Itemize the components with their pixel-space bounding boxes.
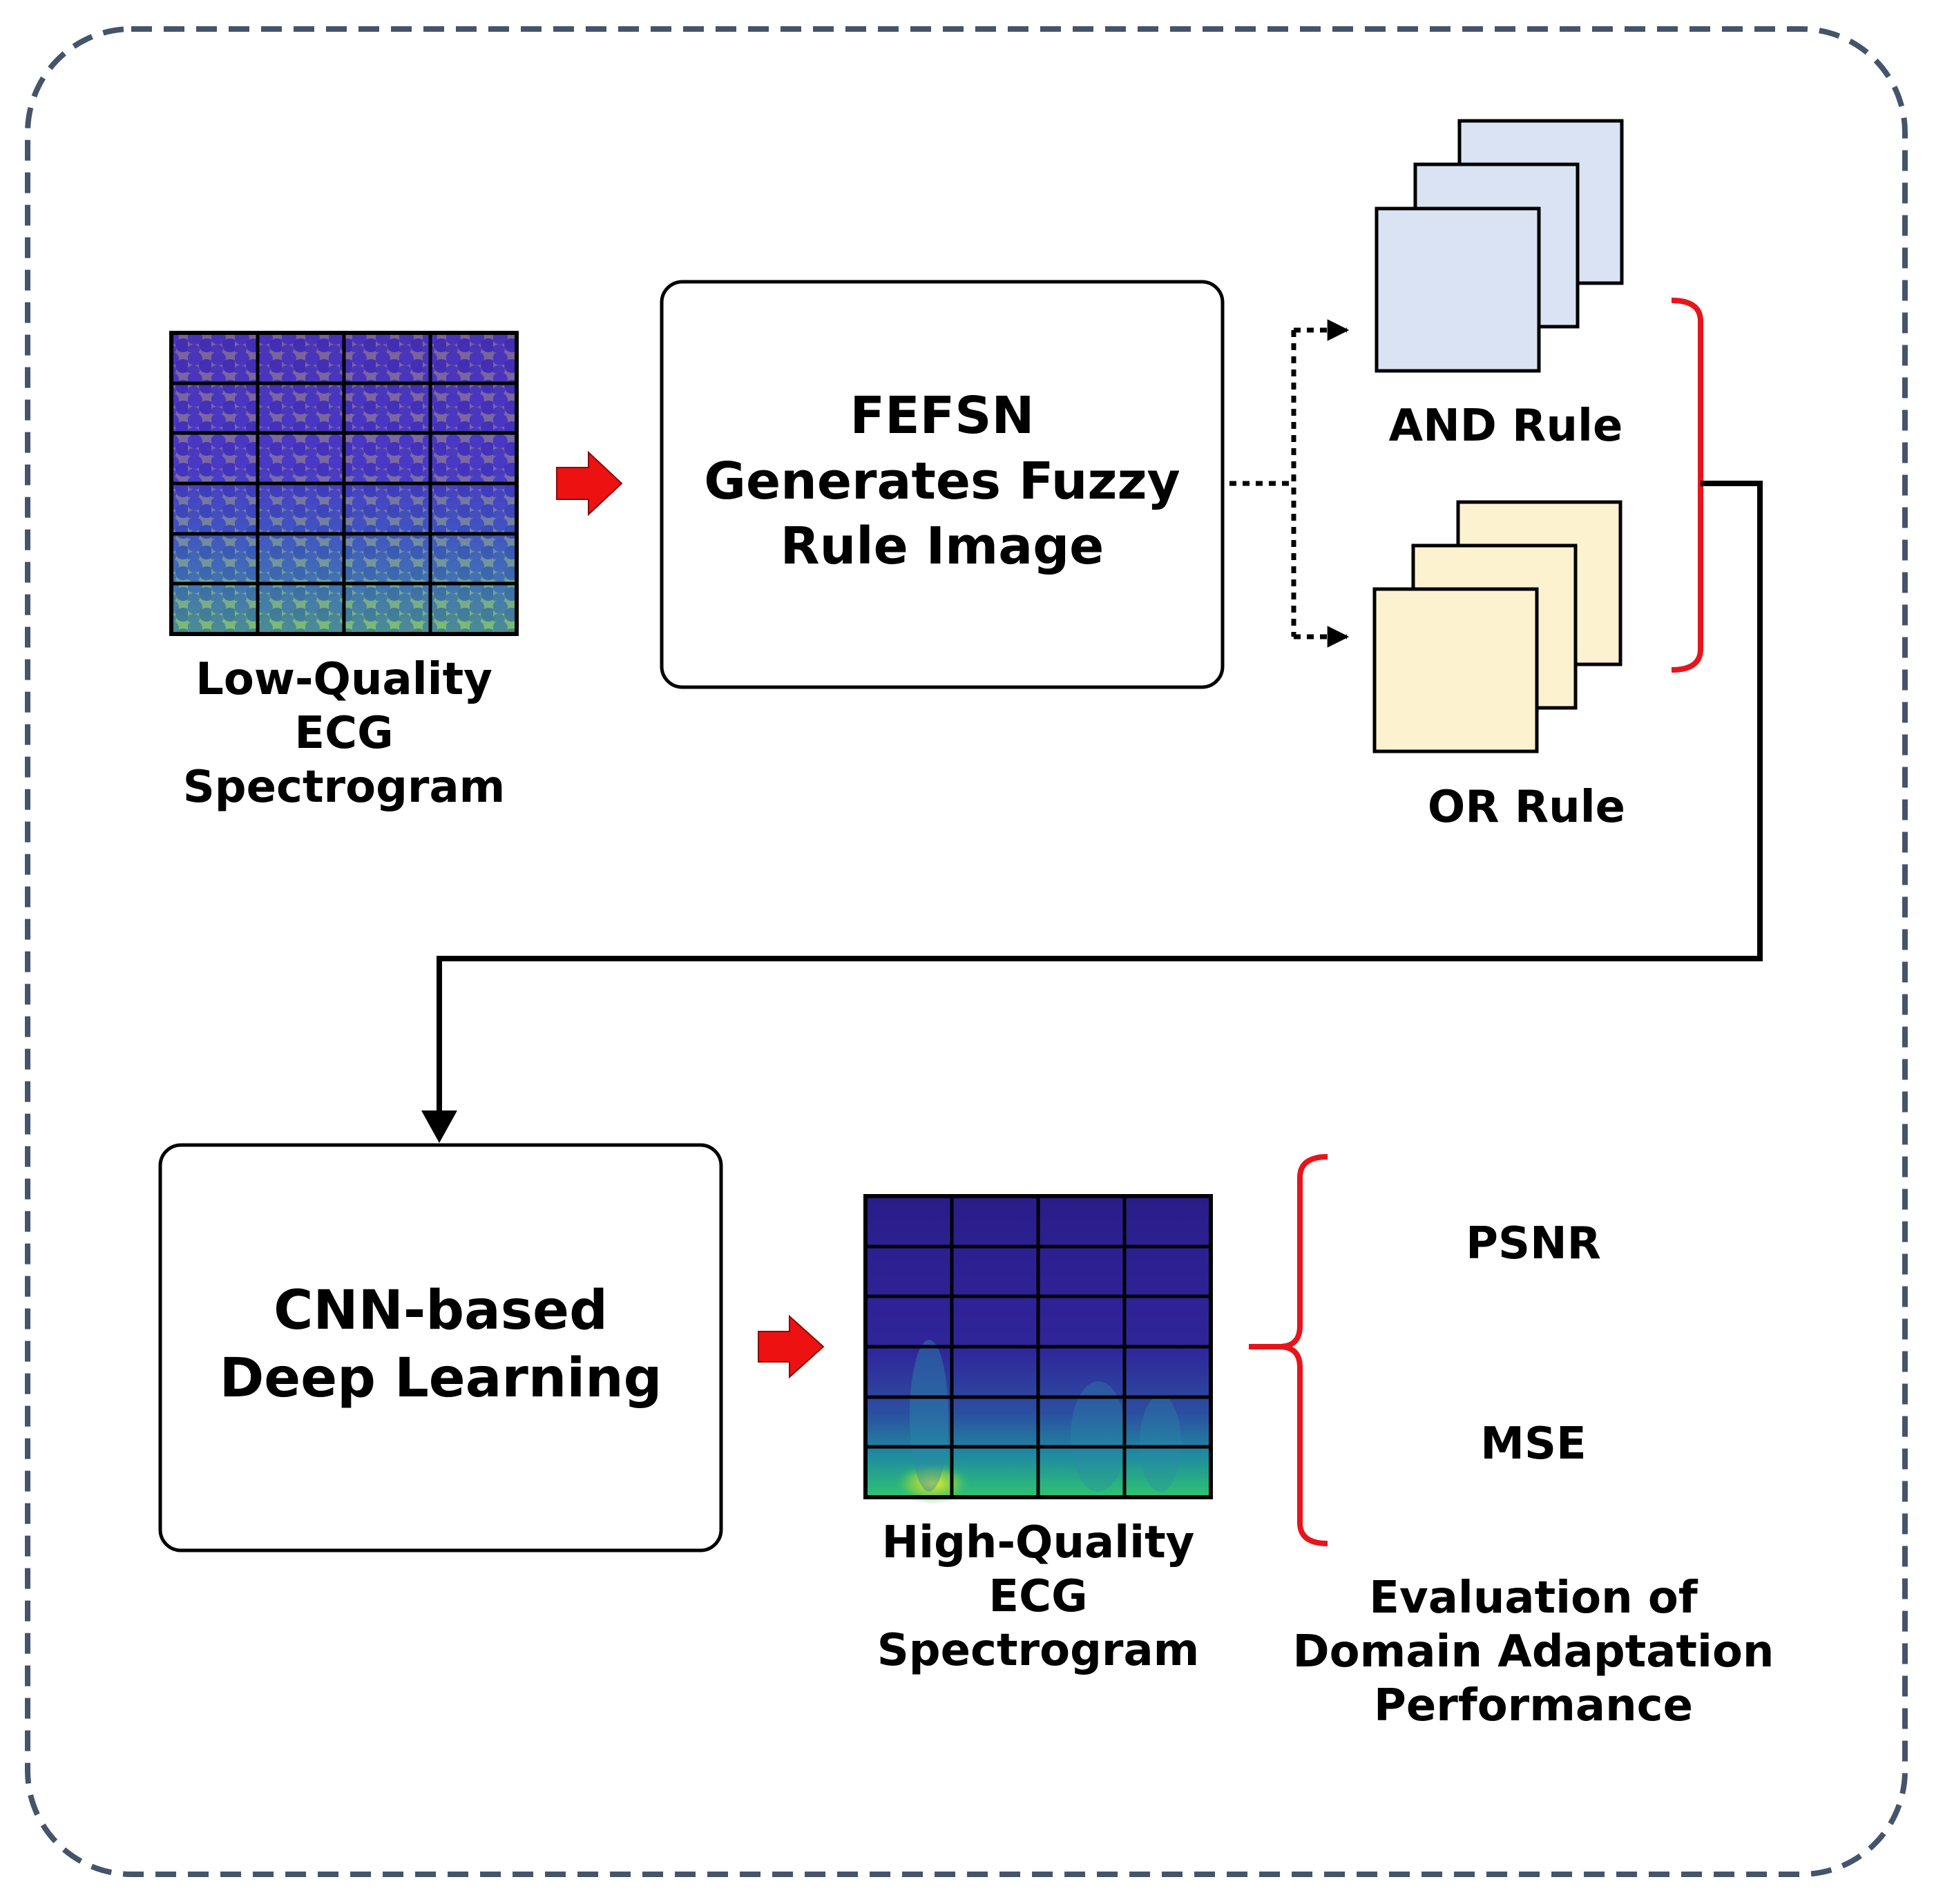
evaluation-caption-line: Performance	[1373, 1680, 1694, 1732]
high-quality-label: High-Quality ECG Spectrogram	[865, 1516, 1211, 1677]
evaluation-caption-line: Domain Adaptation	[1292, 1626, 1774, 1678]
high-quality-label-line: ECG	[988, 1571, 1088, 1623]
and-rule-label: AND Rule	[1354, 399, 1658, 453]
evaluation-red-brace	[1249, 1154, 1328, 1546]
psnr-metric: PSNR	[1388, 1217, 1678, 1271]
dotted-split-connector	[1229, 319, 1350, 648]
mse-text: MSE	[1480, 1419, 1587, 1470]
red-flow-arrow-2	[758, 1314, 825, 1379]
and-rule-image-stack	[1375, 119, 1624, 373]
low-quality-label-line: Spectrogram	[182, 762, 506, 814]
fefsn-title-line: Rule Image	[780, 517, 1104, 577]
rules-red-bracket	[1671, 298, 1703, 673]
low-quality-label: Low-Quality ECG Spectrogram	[171, 653, 517, 814]
red-flow-arrow-1	[556, 450, 623, 517]
cnn-title-line: CNN-based	[274, 1280, 608, 1342]
rules-to-cnn-connector	[421, 481, 1763, 1143]
or-rule-image-stack	[1372, 500, 1622, 753]
evaluation-caption-line: Evaluation of	[1369, 1573, 1698, 1624]
fefsn-box	[660, 280, 1225, 689]
high-quality-label-line: High-Quality	[881, 1517, 1195, 1568]
high-quality-spectrogram-image	[863, 1194, 1213, 1504]
low-quality-spectrogram-image	[169, 331, 519, 636]
psnr-text: PSNR	[1466, 1218, 1601, 1269]
cnn-title-line: Deep Learning	[219, 1347, 662, 1410]
outer-dashed-frame	[25, 26, 1908, 1877]
fefsn-title-line: FEFSN	[850, 386, 1035, 445]
or-rule-label: OR Rule	[1375, 780, 1678, 834]
cnn-box	[158, 1143, 723, 1552]
or-rule-text: OR Rule	[1427, 782, 1626, 833]
cnn-title: CNN-based Deep Learning	[160, 1278, 721, 1412]
mse-metric: MSE	[1388, 1417, 1678, 1471]
low-quality-label-line: Low-Quality	[195, 654, 492, 705]
low-quality-label-line: ECG	[294, 708, 394, 760]
evaluation-caption: Evaluation of Domain Adaptation Performa…	[1292, 1571, 1775, 1733]
fefsn-title-line: Generates Fuzzy	[704, 451, 1180, 511]
fefsn-title: FEFSN Generates Fuzzy Rule Image	[662, 383, 1223, 579]
high-quality-label-line: Spectrogram	[877, 1625, 1200, 1677]
and-rule-text: AND Rule	[1388, 401, 1623, 452]
